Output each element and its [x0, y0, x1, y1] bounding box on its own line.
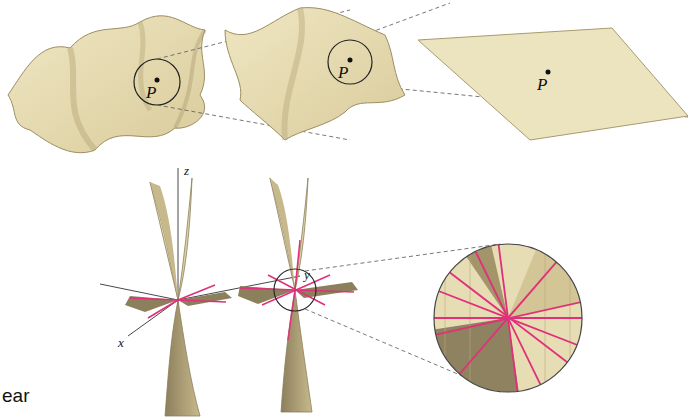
magnified-view	[430, 240, 590, 400]
zoomed-surface	[225, 8, 405, 140]
point-label: P	[146, 84, 156, 101]
point-label: P	[537, 76, 547, 93]
nondifferentiable-surface-zoom	[238, 178, 358, 412]
tangent-plane	[418, 28, 688, 140]
axis-label: x	[118, 336, 124, 349]
axis-label: y	[304, 268, 310, 281]
cut-off-text: ear	[2, 386, 29, 405]
pink-lines	[130, 285, 226, 318]
axes	[100, 168, 300, 415]
pink-lines	[240, 240, 354, 340]
wavy-surface	[8, 16, 205, 153]
point-label: P	[338, 64, 348, 81]
zoom-lines	[157, 3, 688, 140]
nondifferentiable-surface	[125, 178, 232, 416]
axis-label: z	[184, 164, 189, 177]
